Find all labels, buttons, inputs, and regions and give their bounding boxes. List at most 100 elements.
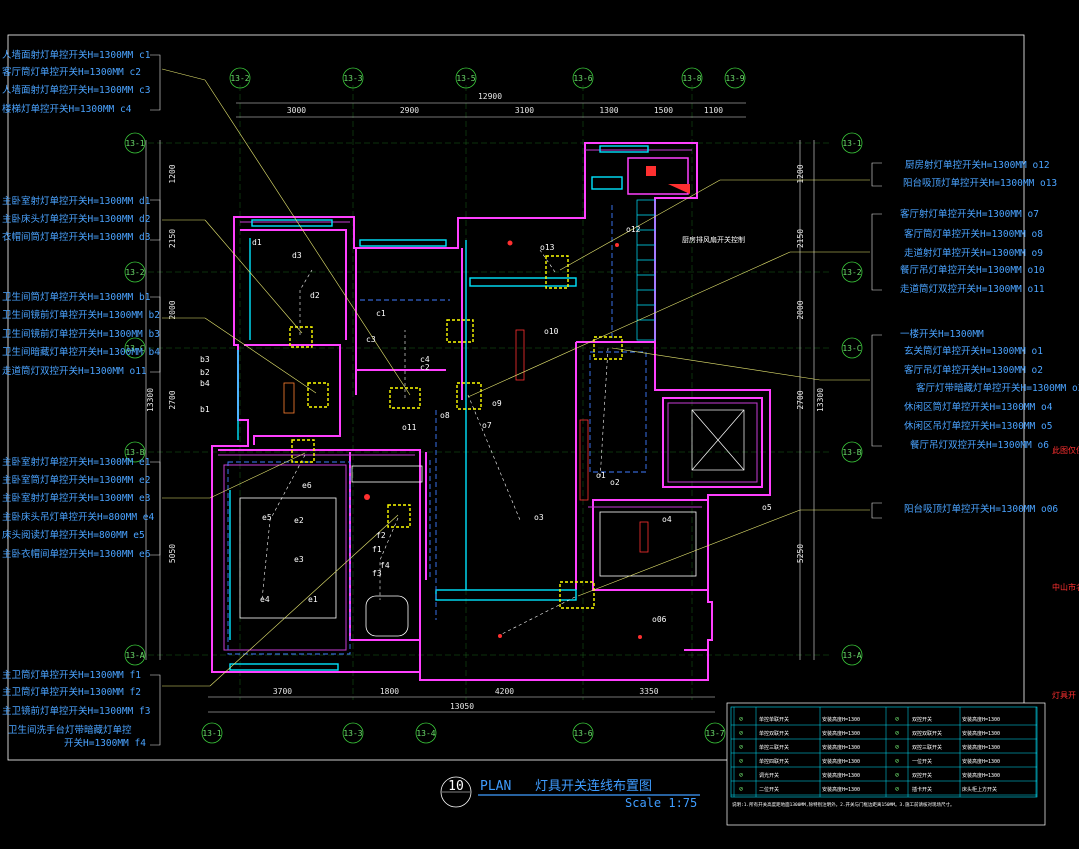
dim-top-1: 2900 bbox=[400, 106, 419, 115]
note-left-21: 卫生间洗手台灯带暗藏灯单控 bbox=[8, 724, 132, 736]
fixture-tag-o5: o5 bbox=[762, 503, 772, 512]
fixture-tag-f1: f1 bbox=[372, 545, 382, 554]
note-right-10: 客厅灯带暗藏灯单控开关H=1300MM o3 bbox=[916, 382, 1079, 394]
grid-left-0-label: 13-1 bbox=[125, 139, 144, 148]
dim-top-4: 1500 bbox=[654, 106, 673, 115]
fixture-tag-c3: c3 bbox=[366, 335, 376, 344]
legend-symbol-b-2: ⊘ bbox=[895, 743, 899, 751]
note-left-3: 楼梯灯单控开关H=1300MM c4 bbox=[2, 103, 132, 115]
legend-cell-5-1: 安装高度H=1300 bbox=[822, 786, 860, 793]
legend-cell-5-3: 床头柜上方开关 bbox=[962, 786, 997, 793]
legend-notes: 说明:1.所有开关高度距地面1300MM,除特别注明外。2.开关与门框边距离15… bbox=[732, 801, 954, 808]
fixture-tag-b4: b4 bbox=[200, 379, 210, 388]
grid-right-0-bubble bbox=[841, 132, 863, 154]
grid-left-3-label: 13-B bbox=[125, 448, 144, 457]
fixture-tag-o3: o3 bbox=[534, 513, 544, 522]
dim-bottom-2: 4200 bbox=[495, 687, 514, 696]
fixture-tag-o4: o4 bbox=[662, 515, 672, 524]
dim-bottom-0: 3700 bbox=[273, 687, 292, 696]
dim-left-2: 2000 bbox=[168, 300, 177, 319]
dim-top-total: 12900 bbox=[478, 92, 502, 101]
note-right-3: 客厅筒灯单控开关H=1300MM o8 bbox=[904, 228, 1043, 240]
fixture-tag-b2: b2 bbox=[200, 368, 210, 377]
fixture-tag-e6: e6 bbox=[302, 481, 312, 490]
fixture-tag-o13: o13 bbox=[540, 243, 555, 252]
drawing-title-text: 灯具开关连线布置图 bbox=[535, 778, 652, 794]
dim-left-4: 5050 bbox=[168, 544, 177, 563]
legend-cell-1-0: 单控双联开关 bbox=[759, 730, 789, 737]
fixture-tag-o12: o12 bbox=[626, 225, 641, 234]
grid-right-2-label: 13-C bbox=[842, 344, 861, 353]
grid-left-4-label: 13-A bbox=[125, 651, 144, 660]
dim-top-3: 1300 bbox=[599, 106, 618, 115]
fixture-tag-c4: c4 bbox=[420, 355, 430, 364]
grid-top-0-label: 13-2 bbox=[230, 74, 249, 83]
note-left-5: 主卧床头灯单控开关H=1300MM d2 bbox=[2, 213, 150, 225]
drawing-plan-label: PLAN bbox=[480, 779, 511, 794]
legend-table: ⊘单控单联开关安装高度H=1300⊘双控开关安装高度H=1300⊘单控双联开关安… bbox=[726, 702, 1046, 826]
fixture-tag-o11: o11 bbox=[402, 423, 417, 432]
dim-right-total: 13300 bbox=[816, 388, 825, 412]
dim-left-0: 1200 bbox=[168, 164, 177, 183]
dim-bottom-1: 1800 bbox=[380, 687, 399, 696]
grid-axis-right: 13-113-213-C13-B13-A bbox=[841, 132, 863, 666]
note-right-4: 走道射灯单控开关H=1300MM o9 bbox=[904, 247, 1043, 259]
note-left-17: 主卧衣帽间单控开关H=1300MM e6 bbox=[2, 548, 151, 560]
grid-top-2-label: 13-5 bbox=[456, 74, 475, 83]
dim-top-2: 3100 bbox=[515, 106, 534, 115]
grid-top-4-label: 13-8 bbox=[682, 74, 701, 83]
note-right-8: 玄关筒灯单控开关H=1300MM o1 bbox=[904, 345, 1043, 357]
note-left-10: 卫生间暗藏灯单控开关H=1300MM b4 bbox=[2, 346, 160, 358]
dim-top-0: 3000 bbox=[287, 106, 306, 115]
legend-symbol-b-3: ⊘ bbox=[895, 757, 899, 765]
note-left-8: 卫生间镜前灯单控开关H=1300MM b2 bbox=[2, 309, 160, 321]
note-right-0: 厨房射灯单控开关H=1300MM o12 bbox=[905, 159, 1050, 171]
dim-left-total: 13300 bbox=[146, 388, 155, 412]
grid-right-3-bubble bbox=[841, 441, 863, 463]
note-left-4: 主卧室射灯单控开关H=1300MM d1 bbox=[2, 195, 151, 207]
fixture-tag-b3: b3 bbox=[200, 355, 210, 364]
grid-axis-left: 13-113-213-C13-B13-A bbox=[124, 132, 146, 666]
legend-cell-3-3: 安装高度H=1300 bbox=[962, 758, 1000, 765]
drawing-title: 10 PLAN 灯具开关连线布置图 Scale 1:75 bbox=[440, 776, 700, 810]
fixture-tag-o8: o8 bbox=[440, 411, 450, 420]
legend-cell-3-2: 一位开关 bbox=[912, 758, 932, 765]
legend-cell-1-2: 双控双联开关 bbox=[912, 730, 942, 737]
note-left-11: 走道筒灯双控开关H=1300MM o11 bbox=[2, 365, 147, 377]
grid-bottom-1-label: 13-3 bbox=[343, 729, 362, 738]
fixture-tag-e2: e2 bbox=[294, 516, 304, 525]
note-right-13: 餐厅吊灯双控开关H=1300MM o6 bbox=[910, 439, 1049, 451]
note-right-11: 休闲区筒灯单控开关H=1300MM o4 bbox=[904, 401, 1053, 413]
grid-right-1-label: 13-2 bbox=[842, 268, 861, 277]
note-brackets bbox=[150, 54, 882, 746]
legend-cell-4-1: 安装高度H=1300 bbox=[822, 772, 860, 779]
grid-bottom-4-label: 13-7 bbox=[705, 729, 724, 738]
legend-symbol-2: ⊘ bbox=[739, 743, 743, 751]
note-left-14: 主卧室射灯单控开关H=1300MM e3 bbox=[2, 492, 150, 504]
grid-bottom-0-label: 13-1 bbox=[202, 729, 221, 738]
legend-symbol-4: ⊘ bbox=[739, 771, 743, 779]
grid-right-2-bubble bbox=[841, 337, 863, 359]
dim-right-1: 2150 bbox=[796, 229, 805, 248]
dim-bottom-3: 3350 bbox=[639, 687, 658, 696]
fixture-tag-b1: b1 bbox=[200, 405, 210, 414]
furniture bbox=[239, 329, 697, 637]
lamp-points bbox=[364, 240, 642, 639]
grid-top-0-bubble bbox=[229, 67, 251, 89]
dimension-lines bbox=[145, 102, 815, 713]
grid-right-4-bubble bbox=[841, 644, 863, 666]
grid-right-4-label: 13-A bbox=[842, 651, 861, 660]
fixture-tag-f4: f4 bbox=[380, 561, 390, 570]
note-left-18: 主卫筒灯单控开关H=1300MM f1 bbox=[2, 669, 141, 681]
legend-cell-4-2: 双控开关 bbox=[912, 772, 932, 779]
grid-bottom-2-bubble bbox=[415, 722, 437, 744]
grid-bottom-0-bubble bbox=[201, 722, 223, 744]
legend-cell-3-0: 单控四联开关 bbox=[759, 758, 789, 765]
grid-top-3-label: 13-6 bbox=[573, 74, 592, 83]
grid-right-0-label: 13-1 bbox=[842, 139, 861, 148]
note-right-2: 客厅射灯单控开关H=1300MM o7 bbox=[900, 208, 1039, 220]
